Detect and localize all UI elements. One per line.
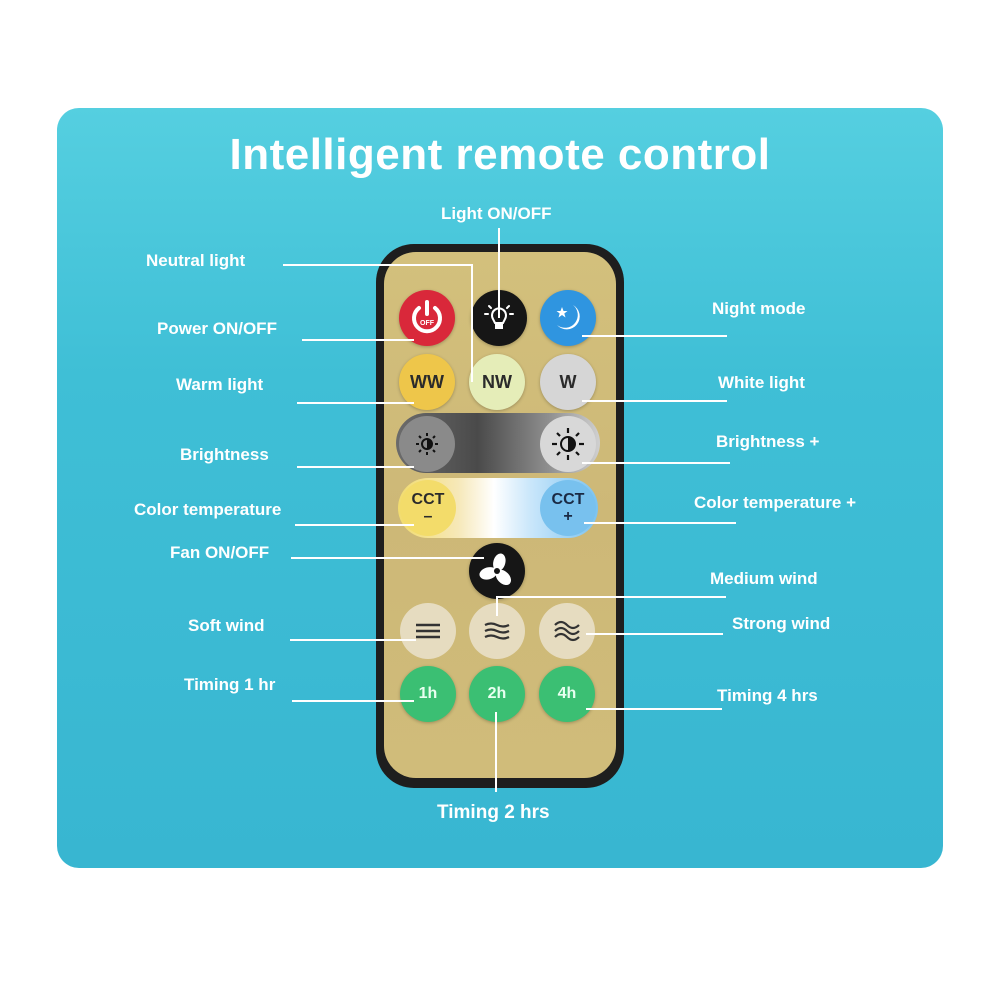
label-timing-1: Timing 1 hr (184, 675, 276, 694)
line-color-temp-plus (584, 522, 736, 524)
cct-minus-label: CCT (411, 491, 445, 508)
line-timing-1 (292, 700, 414, 702)
label-warm-light: Warm light (176, 375, 264, 394)
line-strong-wind (586, 633, 723, 635)
cct-plus-button[interactable]: CCT + (540, 480, 596, 536)
label-timing-2: Timing 2 hrs (437, 802, 550, 823)
soft-wind-button[interactable] (400, 603, 456, 659)
timer-4h-button[interactable]: 4h (539, 666, 595, 722)
line-soft-wind (290, 639, 416, 641)
line-night-mode (582, 335, 727, 337)
svg-text:OFF: OFF (420, 320, 435, 327)
line-timing-2 (495, 712, 497, 792)
cct-minus-button[interactable]: CCT – (400, 480, 456, 536)
label-white-light: White light (718, 373, 805, 392)
label-night-mode: Night mode (712, 299, 806, 318)
brightness-high-icon (552, 428, 584, 460)
label-color-temp-plus: Color temperature + (694, 493, 857, 512)
timer-2h-button[interactable]: 2h (469, 666, 525, 722)
label-fan-onoff: Fan ON/OFF (170, 543, 270, 562)
brightness-low-icon (416, 433, 438, 455)
strong-wind-icon (554, 620, 580, 642)
line-warm-light (297, 402, 414, 404)
timer-1h-button[interactable]: 1h (400, 666, 456, 722)
line-color-temp-minus (295, 524, 414, 526)
brightness-down-button[interactable] (399, 416, 455, 472)
strong-wind-button[interactable] (539, 603, 595, 659)
line-white-light (582, 400, 727, 402)
moon-star-icon (556, 305, 580, 330)
label-medium-wind: Medium wind (710, 569, 818, 588)
line-brightness-minus (297, 466, 414, 468)
line-medium-wind (496, 596, 726, 598)
label-strong-wind: Strong wind (732, 614, 831, 633)
label-neutral-light: Neutral light (146, 251, 246, 270)
night-mode-button[interactable] (540, 290, 596, 346)
line-brightness-plus (582, 462, 730, 464)
power-icon: OFF (412, 300, 442, 334)
soft-wind-icon (416, 623, 440, 639)
label-brightness-plus: Brightness + (716, 432, 820, 451)
label-brightness-minus: Brightness (180, 445, 269, 464)
line-power-onoff (302, 339, 414, 341)
label-light-onoff: Light ON/OFF (441, 204, 552, 223)
label-power-onoff: Power ON/OFF (157, 319, 277, 338)
line-fan-onoff (291, 557, 484, 559)
fan-onoff-button[interactable] (469, 543, 525, 599)
line-neutral-light (283, 264, 473, 266)
label-soft-wind: Soft wind (188, 616, 265, 635)
line-medium-wind-down (496, 596, 498, 616)
fan-icon (479, 553, 512, 586)
plus-sign: + (563, 508, 573, 525)
line-neutral-light-down (471, 264, 473, 382)
medium-wind-icon (484, 622, 510, 640)
line-light-onoff (498, 228, 500, 318)
label-timing-4: Timing 4 hrs (717, 686, 818, 705)
power-button[interactable]: OFF (399, 290, 455, 346)
line-timing-4 (586, 708, 722, 710)
cct-plus-label: CCT (551, 491, 585, 508)
page-title: Intelligent remote control (229, 130, 771, 179)
label-color-temp-minus: Color temperature (134, 500, 282, 519)
minus-sign: – (423, 508, 433, 525)
neutral-light-button[interactable]: NW (469, 354, 525, 410)
warm-light-button[interactable]: WW (399, 354, 455, 410)
